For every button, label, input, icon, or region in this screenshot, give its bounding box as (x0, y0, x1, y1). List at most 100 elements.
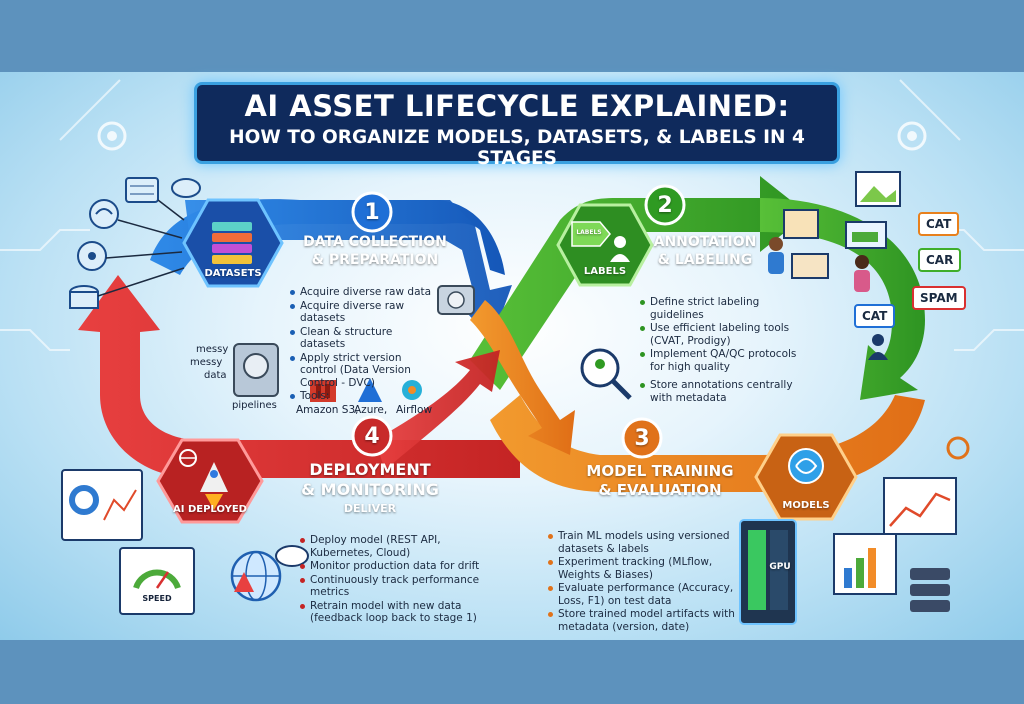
gear-icon (897, 121, 927, 151)
stage2-arrow-body (470, 176, 808, 390)
stage4-title-line1: DEPLOYMENT (309, 460, 431, 479)
deployed-hub-label: AI DEPLOYED (173, 504, 247, 515)
gear-icon (946, 436, 970, 460)
server-icon (125, 177, 159, 203)
gpu-server-icon (739, 519, 797, 625)
list-item: Store annotations centrally with metadat… (640, 379, 810, 404)
bottom-band (0, 640, 1024, 704)
stage1-number: 1 (364, 200, 380, 225)
main-title: AI ASSET LIFECYCLE EXPLAINED: (244, 89, 790, 123)
line-chart-icon (883, 477, 957, 535)
rocket-icon (200, 462, 228, 510)
list-item: Continuously track performance metrics (300, 574, 500, 599)
stage4-title-line2: & MONITORING (301, 480, 439, 499)
list-item: Evaluate performance (Accuracy, Loss, F1… (548, 582, 738, 607)
tool-airflow-label: Airflow (396, 404, 433, 416)
azure-icon (358, 378, 382, 402)
car-tag: CAR (918, 248, 962, 272)
tool-amazon-s3-label: Amazon S3, (296, 404, 359, 416)
stage1-bullet-list: Acquire diverse raw data Acquire diverse… (290, 286, 440, 404)
input-arrows (97, 199, 185, 297)
messy-label: messy (196, 344, 229, 355)
cat-image-icon (783, 209, 819, 239)
brain-icon (788, 448, 824, 484)
wifi-icon (89, 199, 119, 229)
stage3-number: 3 (634, 426, 650, 451)
stage3-number-badge (621, 417, 663, 459)
network-icon (77, 241, 107, 271)
spam-tag: SPAM (912, 286, 966, 310)
cloud-icon (171, 178, 201, 198)
speed-label: SPEED (142, 594, 172, 603)
list-item: Experiment tracking (MLflow, Weights & B… (548, 556, 738, 581)
dashboard-icon (61, 469, 143, 541)
bar-chart-icon (833, 533, 897, 595)
list-item: Monitor production data for drift (300, 560, 500, 573)
list-item: Deploy model (REST API, Kubernetes, Clou… (300, 534, 500, 559)
messy-label-2: messy (190, 357, 223, 368)
cross-arrow-body (470, 300, 575, 455)
list-item: Tools: (290, 390, 440, 403)
cat-tag-2: CAT (854, 304, 896, 328)
laptop-icon (791, 253, 829, 279)
stage3-title-line2: & EVALUATION (598, 481, 722, 499)
list-item: Acquire diverse raw data (290, 286, 440, 299)
stage2-number-badge (644, 184, 686, 226)
stage3-title-line1: MODEL TRAINING (586, 462, 734, 480)
stage2-title-line2: & LABELING (657, 252, 753, 268)
cat-tag: CAT (918, 212, 960, 236)
stage1-title-line2: & PREPARATION (311, 252, 439, 268)
gear-icon (97, 121, 127, 151)
pipelines-label: pipelines (232, 400, 277, 411)
stage3-bullet-list: Train ML models using versioned datasets… (548, 530, 738, 634)
globe-icon (230, 550, 282, 602)
stage2-number: 2 (657, 193, 673, 218)
stage4-deliver-label: DELIVER (343, 502, 397, 515)
data-label: data (204, 370, 227, 381)
stage4-bullet-list: Deploy model (REST API, Kubernetes, Clou… (300, 534, 500, 626)
stage2-bullet-list: Define strict labeling guidelines Use ef… (640, 296, 810, 405)
hard-drive-icon (437, 285, 475, 315)
datasets-hub (182, 198, 284, 288)
stage4-number: 4 (364, 424, 380, 449)
top-band (0, 0, 1024, 72)
list-item: Retrain model with new data (feedback lo… (300, 600, 500, 625)
gpu-label: GPU (769, 562, 791, 572)
annotator-person-icon (768, 237, 784, 274)
stage4-number-badge (351, 415, 393, 457)
list-item: Apply strict version control (Data Versi… (290, 352, 440, 390)
image-card-icon (855, 171, 901, 207)
globe-icon (179, 449, 197, 467)
hard-drive-icon (233, 343, 279, 397)
stage1-title-line1: DATA COLLECTION (303, 234, 447, 250)
tag-card-label: LABELS (576, 229, 602, 236)
datasets-hub-label: DATASETS (204, 268, 262, 279)
car-image-icon (845, 221, 887, 249)
title-banner: AI ASSET LIFECYCLE EXPLAINED: HOW TO ORG… (194, 82, 840, 169)
tool-azure-label: Azure, (354, 404, 388, 416)
speedometer-icon (119, 547, 195, 615)
list-item: Store trained model artifacts with metad… (548, 608, 738, 633)
subtitle: HOW TO ORGANIZE MODELS, DATASETS, & LABE… (229, 127, 805, 169)
stage1-number-badge (351, 191, 393, 233)
user-icon (868, 334, 888, 360)
list-item: Clean & structure datasets (290, 326, 440, 351)
labels-hub-label: LABELS (583, 266, 627, 277)
circuit-decoration (0, 79, 1024, 351)
magnifier-icon (580, 348, 632, 400)
list-item: Define strict labeling guidelines (640, 296, 810, 321)
storage-stack-icon (910, 568, 950, 612)
stage4-to-1-arrow (375, 350, 500, 470)
rocket-icon (234, 572, 254, 592)
tag-icon (571, 221, 611, 247)
amazon-s3-icon (310, 380, 336, 402)
database-icon (69, 285, 99, 309)
cloud-icon (275, 545, 309, 567)
database-stack-icon (212, 222, 252, 264)
list-item: Acquire diverse raw datasets (290, 300, 440, 325)
airflow-icon (402, 380, 422, 400)
annotator-person-icon (854, 255, 870, 292)
models-hub-label: MODELS (782, 500, 830, 511)
